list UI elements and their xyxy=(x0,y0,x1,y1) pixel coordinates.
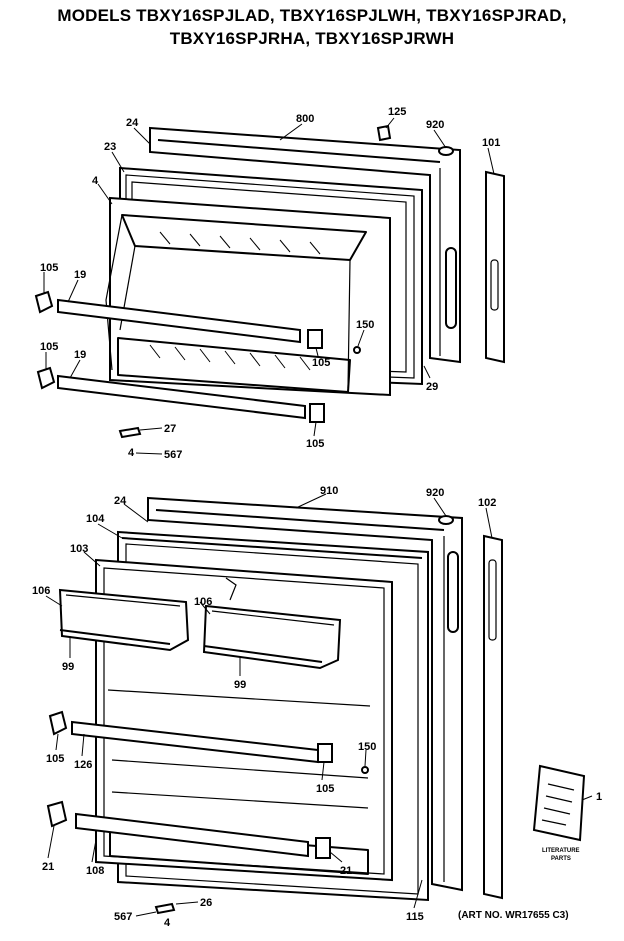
models-title-line1: MODELS TBXY16SPJLAD, TBXY16SPJLWH, TBXY1… xyxy=(57,6,567,25)
label-108: 108 xyxy=(86,865,104,877)
label-150-lower: 150 xyxy=(358,741,376,753)
fresh-food-door-handle-slot xyxy=(447,551,459,633)
label-1: 1 xyxy=(596,791,602,803)
fresh-food-door-bin-left xyxy=(58,588,190,652)
fresh-food-outer-door-panel xyxy=(147,496,463,892)
fresh-food-door-bin-right xyxy=(202,604,342,670)
label-27: 27 xyxy=(164,423,176,435)
label-800: 800 xyxy=(296,113,314,125)
label-24-lower: 24 xyxy=(114,495,127,507)
freezer-door-handle xyxy=(485,170,505,364)
label-920: 920 xyxy=(426,119,444,131)
label-150: 150 xyxy=(356,319,374,331)
fresh-food-shelf-bar-bottom xyxy=(75,812,309,858)
label-99-left: 99 xyxy=(62,661,74,673)
freezer-door-liner xyxy=(105,196,391,397)
label-101: 101 xyxy=(482,137,500,149)
label-105-lower-left: 105 xyxy=(46,753,64,765)
label-106-left: 106 xyxy=(32,585,50,597)
label-567: 567 xyxy=(164,449,182,461)
label-102: 102 xyxy=(478,497,496,509)
fresh-food-leader-lines xyxy=(45,493,593,917)
literature-parts-booklet: LITERATURE PARTS xyxy=(532,764,586,862)
label-24: 24 xyxy=(126,117,139,129)
label-26: 26 xyxy=(200,897,212,909)
freezer-door-handle-slot xyxy=(445,247,457,329)
fresh-food-shelf-clip-right-middle xyxy=(317,743,333,763)
fresh-food-door-handle xyxy=(483,534,503,900)
fresh-food-door-stop xyxy=(154,902,176,915)
freezer-shelf-clip-right-upper xyxy=(307,329,323,349)
fresh-food-screw xyxy=(361,766,369,774)
label-126: 126 xyxy=(74,759,92,771)
art-number-caption: (ART NO. WR17655 C3) xyxy=(458,910,569,921)
label-105-right-upper: 105 xyxy=(312,357,330,369)
fresh-food-shelf-clip-left-middle xyxy=(48,710,68,736)
freezer-hinge-plug xyxy=(438,146,454,156)
liner-shelf-hatching xyxy=(149,231,321,371)
label-4-small: 4 xyxy=(128,447,135,459)
label-105-lower-right: 105 xyxy=(316,783,334,795)
label-910: 910 xyxy=(320,485,338,497)
label-29: 29 xyxy=(426,381,438,393)
label-125: 125 xyxy=(388,106,406,118)
fresh-food-shelf-clip-left-bottom xyxy=(46,800,68,828)
freezer-leader-lines xyxy=(43,117,495,455)
freezer-shelf-bar-upper xyxy=(57,298,301,344)
label-19-upper: 19 xyxy=(74,269,86,281)
label-99-right: 99 xyxy=(234,679,246,691)
label-4: 4 xyxy=(92,175,99,187)
freezer-door-assembly: 800 125 920 101 24 23 4 105 19 105 19 10… xyxy=(34,106,505,461)
freezer-shelf-clip-left-lower xyxy=(36,366,56,390)
label-21-right: 21 xyxy=(340,865,352,877)
label-21-left: 21 xyxy=(42,861,54,873)
label-23: 23 xyxy=(104,141,116,153)
models-title-line2: TBXY16SPJRHA, TBXY16SPJRWH xyxy=(169,29,455,48)
literature-label-line2: PARTS xyxy=(551,856,571,862)
label-4-lower: 4 xyxy=(164,917,171,929)
literature-label-line1: LITERATURE xyxy=(542,848,580,854)
label-104: 104 xyxy=(86,513,105,525)
label-106-right: 106 xyxy=(194,596,212,608)
label-567-lower: 567 xyxy=(114,911,132,923)
label-19-lower: 19 xyxy=(74,349,86,361)
freezer-door-stop xyxy=(118,426,142,439)
label-105-right-lower: 105 xyxy=(306,438,324,450)
label-103: 103 xyxy=(70,543,88,555)
freezer-shelf-bar-lower xyxy=(57,374,306,420)
fresh-food-shelf-clip-right-bottom xyxy=(315,837,331,859)
label-105-left-lower: 105 xyxy=(40,341,58,353)
freezer-outer-door-panel xyxy=(149,126,461,364)
label-115: 115 xyxy=(406,911,424,923)
fresh-food-hinge-plug xyxy=(438,515,454,525)
freezer-screw xyxy=(353,346,361,354)
fresh-food-door-assembly: LITERATURE PARTS xyxy=(32,485,602,929)
freezer-shelf-clip-left-upper xyxy=(34,290,54,314)
freezer-hinge-cap xyxy=(376,124,392,142)
freezer-shelf-clip-right-lower xyxy=(309,403,325,423)
label-920-lower: 920 xyxy=(426,487,444,499)
label-105-left-upper: 105 xyxy=(40,262,58,274)
